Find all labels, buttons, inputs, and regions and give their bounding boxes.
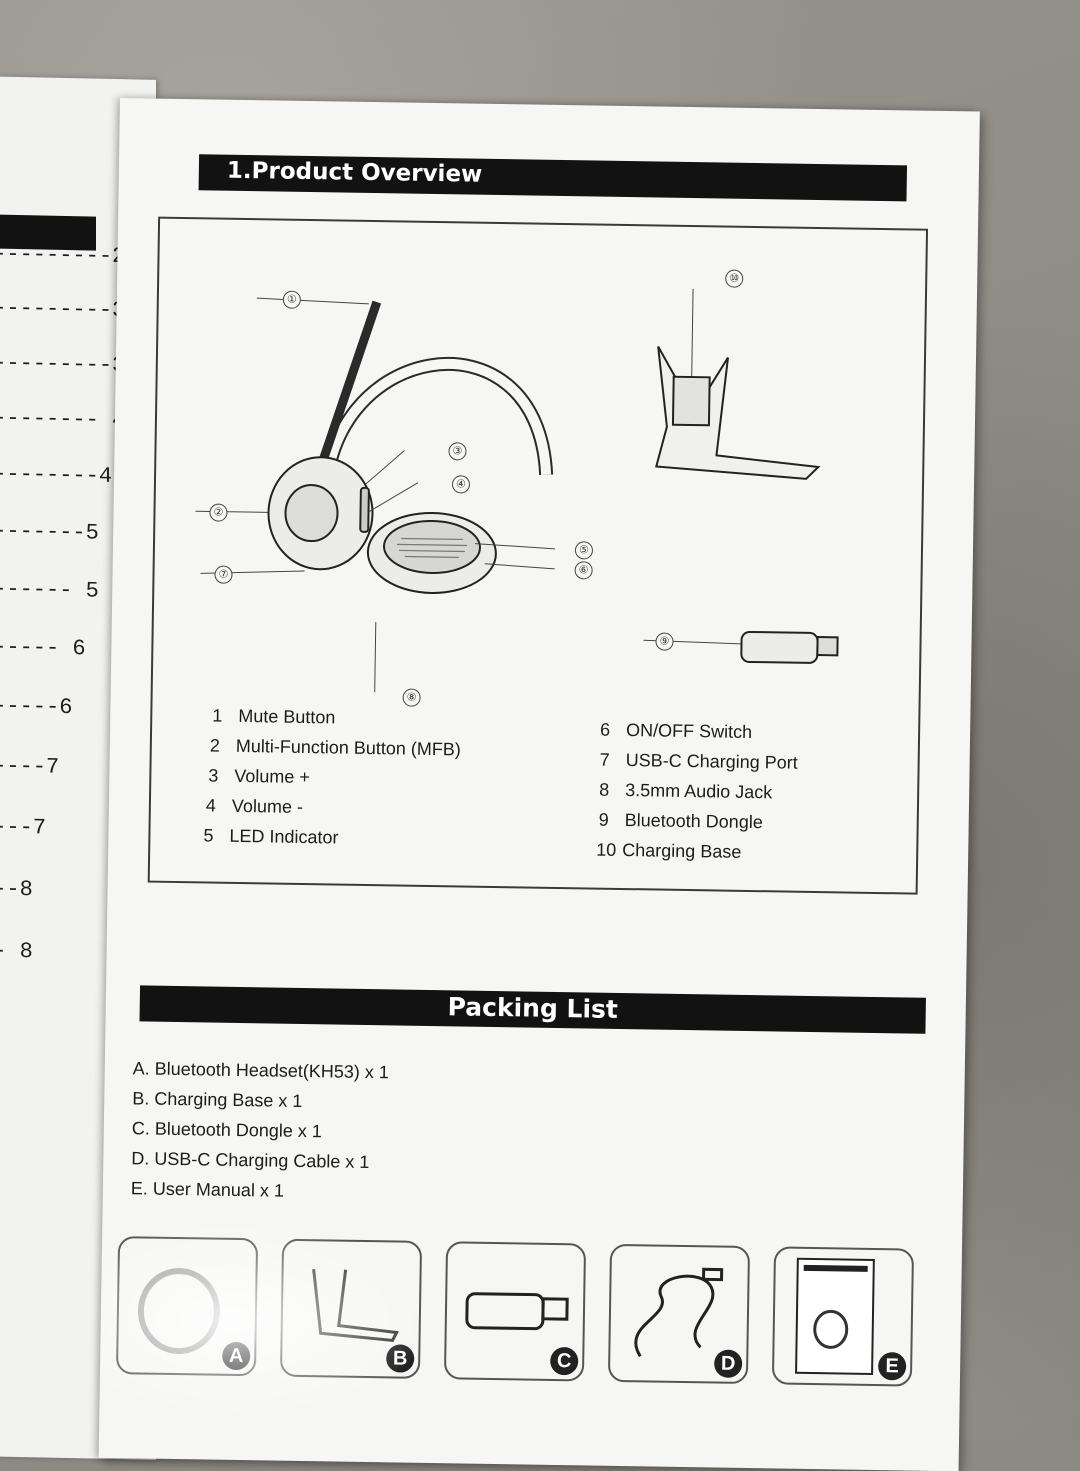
manual-page: 1.Product Overview xyxy=(98,98,980,1471)
user-manual-thumb-icon xyxy=(795,1257,875,1375)
packing-item-d: D. USB-C Charging Cable x 1 xyxy=(131,1148,370,1173)
thumb-dongle: C xyxy=(443,1241,587,1382)
toc-line: ---------4 xyxy=(0,461,113,489)
microphone-boom xyxy=(311,300,382,483)
toc-line: ----------2 xyxy=(0,241,125,269)
light-glare xyxy=(99,1217,433,1424)
toc-line: ----------3 xyxy=(0,350,125,378)
toc-line: -----7 xyxy=(0,753,60,780)
product-overview-title: 1.Product Overview xyxy=(226,157,483,188)
packing-item-a: A. Bluetooth Headset(KH53) x 1 xyxy=(132,1058,390,1083)
toc-line: ------ 6 xyxy=(0,634,86,662)
toc-line: --------5 xyxy=(0,518,99,546)
product-overview-header: 1.Product Overview xyxy=(198,154,908,202)
packing-item-b: B. Charging Base x 1 xyxy=(132,1088,303,1111)
toc-line: ----------3 xyxy=(0,295,125,323)
toc-line: --------- 4 xyxy=(0,405,125,433)
thumb-user-manual: E xyxy=(771,1246,915,1387)
product-illustration xyxy=(195,289,839,693)
cable-thumb-icon xyxy=(634,1267,724,1358)
packing-item-e: E. User Manual x 1 xyxy=(130,1178,285,1201)
dongle-illustration xyxy=(740,630,819,664)
toc-line: ---8 xyxy=(0,876,33,903)
toc-line: ------- 5 xyxy=(0,576,99,604)
thumb-cable: D xyxy=(607,1243,751,1385)
toc-line: ------6 xyxy=(0,693,73,721)
packing-list-header: Packing List xyxy=(139,985,926,1034)
packing-list-title: Packing List xyxy=(447,992,619,1024)
toc-line: -- 8 xyxy=(0,938,33,965)
packing-item-c: C. Bluetooth Dongle x 1 xyxy=(131,1118,323,1142)
toc-line: ----7 xyxy=(0,814,47,841)
dongle-thumb-icon xyxy=(465,1292,569,1331)
